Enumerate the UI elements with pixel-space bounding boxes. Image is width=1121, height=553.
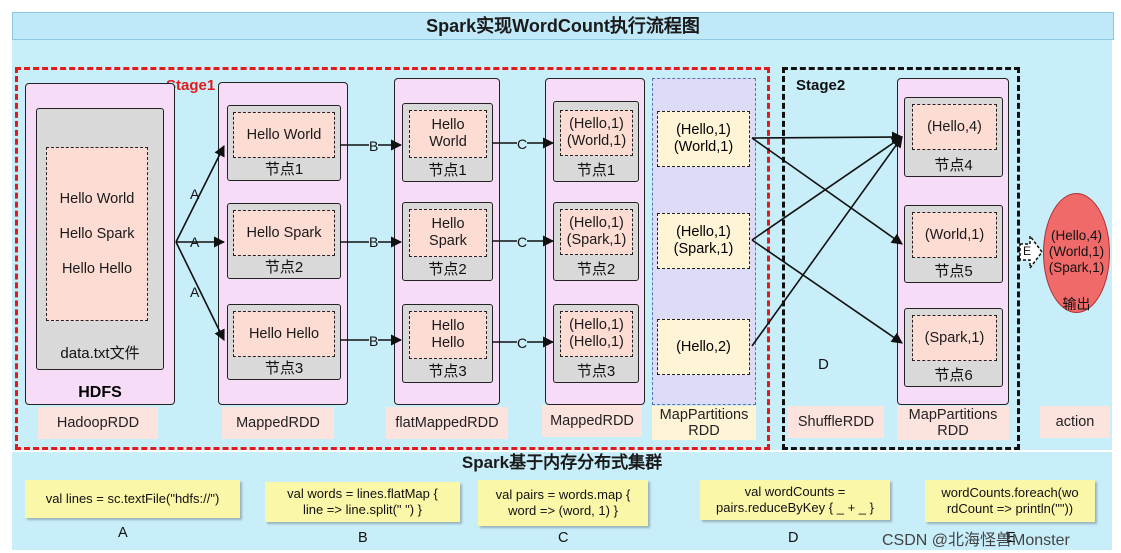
arrow-label-a3: A — [190, 284, 200, 300]
node-label: 节点6 — [934, 367, 973, 384]
hdfs-line: Hello Hello — [61, 260, 133, 277]
code-note-d: val wordCounts = pairs.reduceByKey { _ +… — [700, 480, 890, 520]
rdd-label-mappartitions-2: MapPartitions RDD — [897, 406, 1009, 440]
arrow-label-a1: A — [190, 186, 200, 202]
arrow-label-a2: A — [190, 234, 200, 250]
stage2-label: Stage2 — [796, 77, 846, 94]
rdd-label-action: action — [1040, 406, 1110, 438]
arrow-label-b3: B — [369, 333, 379, 349]
cluster-label: Spark基于内存分布式集群 — [461, 453, 663, 472]
node-label: 节点4 — [934, 157, 973, 174]
hdfs-title: HDFS — [78, 384, 122, 401]
pairs-node: (Hello,1) (World,1) 节点1 — [553, 101, 639, 182]
code-letter-d: D — [788, 530, 799, 546]
output-text: (Hello,4) (World,1) (Spark,1) — [1048, 228, 1105, 275]
flat-node: Hello Spark 节点2 — [402, 202, 493, 281]
pairs-item: (Hello,1) (Hello,1) — [560, 311, 633, 357]
mp2-item: (Hello,4) — [912, 104, 997, 150]
mapped-item: Hello World — [233, 112, 335, 158]
rdd-label-shuffle: ShuffleRDD — [788, 406, 884, 438]
rdd-label-mappartitions-1: MapPartitions RDD — [652, 406, 756, 440]
stage1-label: Stage1 — [166, 77, 216, 94]
hdfs-file-label: data.txt文件 — [60, 345, 140, 362]
pairs-item: (Hello,1) (Spark,1) — [560, 209, 633, 255]
mapped-rdd: Hello World 节点1 Hello Spark 节点2 Hello He… — [218, 82, 348, 405]
flat-item: Hello World — [409, 110, 487, 158]
mp1-item: (Hello,1) (Spark,1) — [657, 213, 750, 269]
mapped-item: Hello Spark — [233, 210, 335, 256]
mp2-node: (World,1) 节点5 — [904, 205, 1003, 283]
output-label: 输出 — [1062, 296, 1091, 312]
mp1-item: (Hello,2) — [657, 319, 750, 375]
mp2-node: (Hello,4) 节点4 — [904, 97, 1003, 177]
flat-mapped-rdd: Hello World 节点1 Hello Spark 节点2 Hello He… — [394, 78, 500, 405]
hdfs-line: Hello World — [59, 190, 135, 207]
flat-item: Hello Spark — [409, 209, 487, 257]
code-letter-c: C — [558, 530, 569, 546]
rdd-label-hadoop: HadoopRDD — [38, 407, 158, 439]
arrow-label-c2: C — [517, 234, 528, 250]
mapped-node: Hello World 节点1 — [227, 105, 341, 181]
mapped-node: Hello Hello 节点3 — [227, 304, 341, 380]
code-letter-e: E — [1006, 530, 1016, 546]
node-label: 节点2 — [576, 261, 616, 278]
pairs-rdd: (Hello,1) (World,1) 节点1 (Hello,1) (Spark… — [545, 78, 645, 405]
node-label: 节点2 — [428, 261, 467, 278]
map-partitions-rdd-1: (Hello,1) (World,1) (Hello,1) (Spark,1) … — [652, 78, 756, 405]
arrow-label-b2: B — [369, 234, 379, 250]
watermark: CSDN @北海怪兽Monster — [882, 532, 1070, 549]
mp2-item: (Spark,1) — [912, 315, 997, 361]
hdfs-file-content: Hello World Hello Spark Hello Hello — [46, 147, 148, 321]
flat-node: Hello World 节点1 — [402, 103, 493, 182]
code-letter-b: B — [358, 530, 368, 546]
node-label: 节点3 — [264, 360, 304, 377]
node-label: 节点1 — [576, 162, 616, 179]
pairs-node: (Hello,1) (Hello,1) 节点3 — [553, 304, 639, 383]
rdd-label-pairs: MappedRDD — [542, 405, 642, 437]
map-partitions-rdd-2: (Hello,4) 节点4 (World,1) 节点5 (Spark,1) 节点… — [897, 78, 1009, 405]
node-label: 节点1 — [264, 161, 304, 178]
flat-node: Hello Hello 节点3 — [402, 304, 493, 383]
node-label: 节点2 — [264, 259, 304, 276]
node-label: 节点3 — [576, 363, 616, 380]
pairs-node: (Hello,1) (Spark,1) 节点2 — [553, 202, 639, 281]
diagram-title: Spark实现WordCount执行流程图 — [12, 12, 1114, 40]
mapped-item: Hello Hello — [233, 311, 335, 357]
output-ellipse: (Hello,4) (World,1) (Spark,1) 输出 — [1043, 193, 1110, 313]
flat-item: Hello Hello — [409, 311, 487, 359]
code-note-b: val words = lines.flatMap { line => line… — [265, 482, 460, 522]
arrow-label-c1: C — [517, 136, 528, 152]
mp2-item: (World,1) — [912, 212, 997, 258]
mapped-node: Hello Spark 节点2 — [227, 203, 341, 279]
rdd-label-mapped: MappedRDD — [222, 407, 334, 439]
node-label: 节点3 — [428, 363, 467, 380]
arrow-label-e: E — [1023, 244, 1032, 258]
hdfs-line: Hello Spark — [59, 225, 135, 242]
arrow-label-c3: C — [517, 335, 528, 351]
hdfs-node: Hello World Hello Spark Hello Hello data… — [36, 108, 164, 370]
node-label: 节点5 — [934, 263, 973, 280]
mp2-node: (Spark,1) 节点6 — [904, 308, 1003, 387]
code-letter-a: A — [118, 525, 128, 541]
hdfs-rdd: Hello World Hello Spark Hello Hello data… — [25, 83, 175, 405]
shuffle-letter: D — [818, 356, 829, 373]
rdd-label-flatmapped: flatMappedRDD — [386, 407, 508, 439]
arrow-label-b1: B — [369, 138, 379, 154]
node-label: 节点1 — [428, 162, 467, 179]
pairs-item: (Hello,1) (World,1) — [560, 110, 633, 156]
code-note-a: val lines = sc.textFile("hdfs://") — [25, 480, 240, 518]
code-note-c: val pairs = words.map { word => (word, 1… — [478, 480, 648, 526]
code-note-e: wordCounts.foreach(wo rdCount => println… — [925, 480, 1095, 522]
mp1-item: (Hello,1) (World,1) — [657, 111, 750, 167]
